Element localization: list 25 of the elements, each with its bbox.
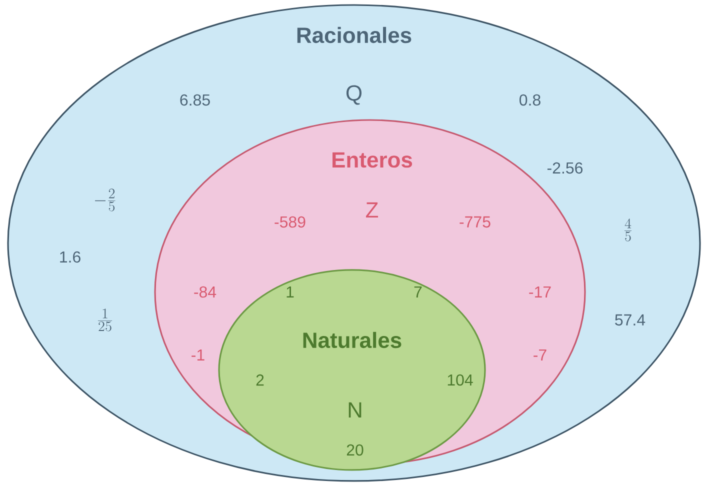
fraction-label: $\frac{1}{25}$ <box>98 308 112 332</box>
set-name: Racionales <box>297 26 412 44</box>
number-label: 2 <box>256 374 264 386</box>
number-label: 104 <box>448 374 473 386</box>
number-label: 7 <box>414 286 422 298</box>
number-label: -775 <box>460 216 490 228</box>
number-label: 1.6 <box>60 251 80 263</box>
set-symbol: Z <box>366 202 378 218</box>
number-label: 6.85 <box>180 94 210 106</box>
set-symbol: Q <box>346 85 362 105</box>
number-label: 0.8 <box>520 94 540 106</box>
number-label: -7 <box>534 349 546 360</box>
number-label: -17 <box>529 286 551 298</box>
fraction-label: $-\frac{2}{5}$ <box>95 188 116 212</box>
set-name: Enteros <box>332 152 412 168</box>
number-label: 20 <box>346 444 364 456</box>
number-label: -1 <box>192 349 204 360</box>
number-label: -84 <box>194 286 216 298</box>
number-label: 57.4 <box>615 314 646 326</box>
fraction-label: $\frac{4}{5}$ <box>624 218 632 242</box>
number-label: 1 <box>286 286 294 298</box>
number-label: -589 <box>274 216 306 228</box>
set-name: Naturales <box>303 332 402 348</box>
number-label: -2.56 <box>547 162 583 174</box>
set-symbol: N <box>348 402 362 418</box>
